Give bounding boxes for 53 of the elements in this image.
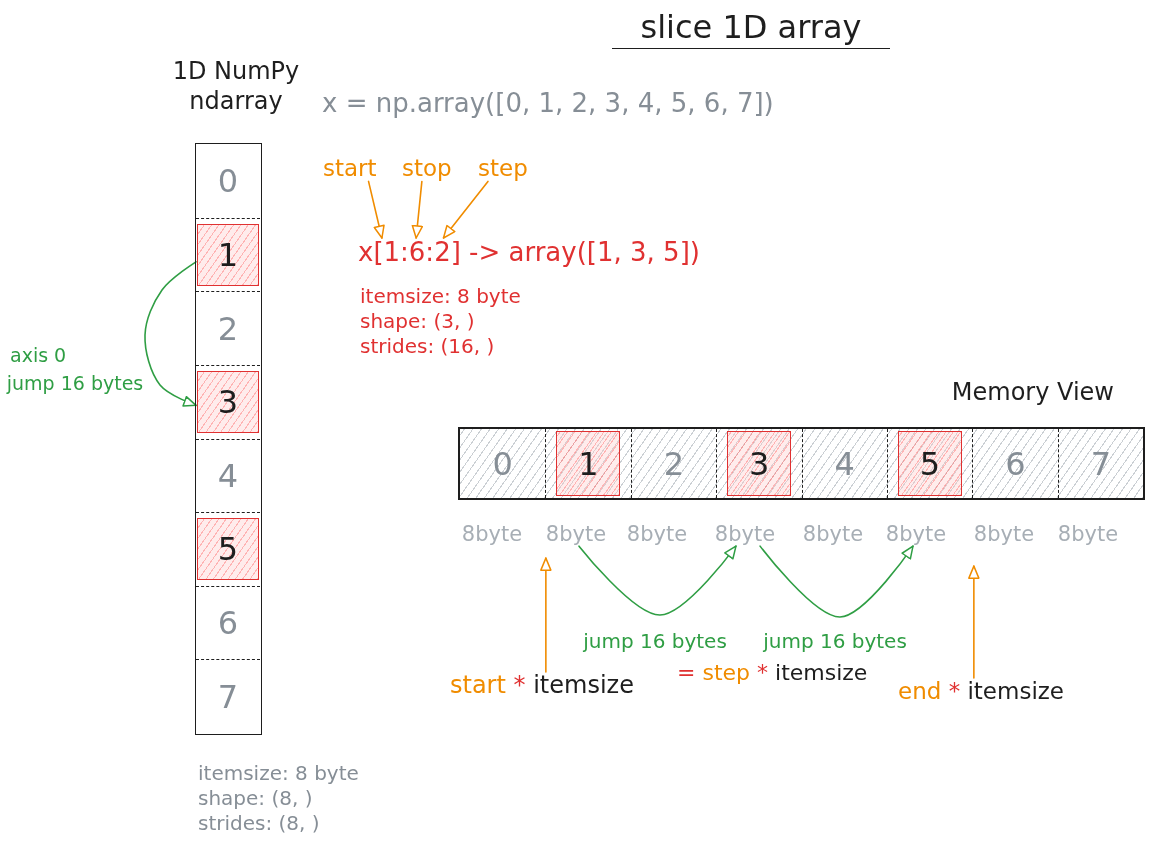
annotation: axis 0 <box>10 345 67 367</box>
memory-cell: 7 <box>1057 429 1143 498</box>
formula-text: = step * itemsize <box>677 660 868 686</box>
curved-arrow <box>144 261 197 407</box>
array-cell: 2 <box>196 291 260 365</box>
slice-parameter: stop <box>402 155 452 182</box>
array-attribute: shape: (3, ) <box>360 310 475 333</box>
arrow <box>367 180 385 239</box>
highlighted-element: 1 <box>197 223 259 286</box>
slice-expression: x[1:6:2] -> array([1, 3, 5]) <box>358 238 700 268</box>
highlighted-element: 5 <box>897 431 962 496</box>
edge-label: jump 16 bytes <box>6 373 144 395</box>
edge-label: jump 16 bytes <box>763 629 907 653</box>
highlighted-element: 5 <box>197 518 259 581</box>
curved-arrow <box>759 545 914 618</box>
curved-arrow <box>578 545 737 616</box>
byte-size-label: 8byte <box>545 522 607 547</box>
slice-parameter: step <box>478 155 528 182</box>
memory-view-heading: Memory View <box>950 377 1114 407</box>
arrow <box>411 180 424 239</box>
arrow <box>540 557 552 673</box>
byte-size-label: 8byte <box>973 522 1035 547</box>
array-attribute: shape: (8, ) <box>198 787 313 810</box>
byte-size-label: 8byte <box>714 522 776 547</box>
highlighted-element: 1 <box>556 431 621 496</box>
array-cell: 4 <box>196 438 260 513</box>
byte-size-label: 8byte <box>626 522 688 547</box>
array-attribute: strides: (8, ) <box>198 812 320 835</box>
offset-formula: end * itemsize <box>898 678 1064 705</box>
array-cell: 7 <box>196 659 260 733</box>
title: slice 1D array <box>612 9 890 49</box>
byte-size-label: 8byte <box>885 522 947 547</box>
memory-cell: 4 <box>801 429 887 498</box>
byte-size-label: 8byte <box>1057 522 1119 547</box>
array-heading: 1D NumPy ndarray <box>171 56 301 116</box>
memory-cell: 6 <box>972 429 1058 498</box>
array-cell: 0 <box>196 144 260 218</box>
arrow <box>442 180 489 239</box>
byte-size-label: 8byte <box>802 522 864 547</box>
array-attribute: itemsize: 8 byte <box>198 762 359 785</box>
byte-size-label: 8byte <box>461 522 523 547</box>
slice-parameter: start <box>323 155 377 182</box>
offset-formula: start * itemsize <box>450 672 634 700</box>
memory-cell: 2 <box>630 429 717 498</box>
array-attribute: itemsize: 8 byte <box>360 285 521 308</box>
array-cell: 6 <box>196 585 260 660</box>
highlighted-element: 3 <box>727 431 792 496</box>
memory-cell: 0 <box>460 429 546 498</box>
code-text: x = np.array([0, 1, 2, 3, 4, 5, 6, 7]) <box>322 89 774 119</box>
highlighted-element: 3 <box>197 370 259 433</box>
arrow <box>968 565 980 679</box>
array-attribute: strides: (16, ) <box>360 335 495 358</box>
edge-label: jump 16 bytes <box>583 629 727 653</box>
